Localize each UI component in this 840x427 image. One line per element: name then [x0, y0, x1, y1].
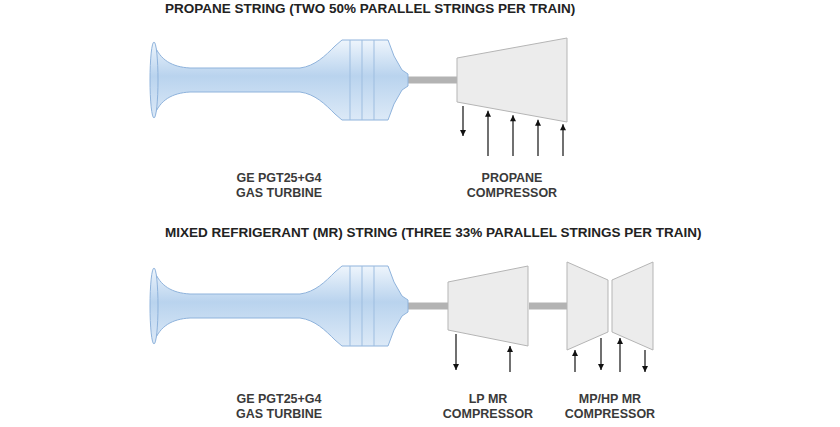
- propane-compressor: PROPANE COMPRESSOR: [455, 36, 569, 201]
- gas-turbine-shape: [150, 36, 408, 124]
- gas-turbine: GE PGT25+G4 GAS TURBINE: [150, 36, 408, 231]
- mphp-compressor: MP/HP MR COMPRESSOR: [561, 262, 660, 422]
- mphp-compressor-shape: [565, 262, 655, 374]
- drive-shaft: [529, 303, 567, 310]
- equipment-label: MP/HP MR COMPRESSOR: [561, 392, 660, 422]
- equipment-label: GE PGT25+G4 GAS TURBINE: [227, 392, 331, 422]
- gas-turbine-shape: [150, 262, 408, 350]
- propane-compressor-shape: [455, 36, 569, 160]
- section-heading: MIXED REFRIGERANT (MR) STRING (THREE 33%…: [165, 225, 702, 240]
- equipment-label: GE PGT25+G4 GAS TURBINE: [227, 171, 331, 201]
- lp-compressor-shape: [446, 262, 530, 374]
- lp-compressor: LP MR COMPRESSOR: [439, 262, 538, 422]
- drive-shaft: [407, 303, 448, 310]
- equipment-label: PROPANE COMPRESSOR: [460, 171, 564, 201]
- gas-turbine: GE PGT25+G4 GAS TURBINE: [150, 262, 408, 427]
- section-heading: PROPANE STRING (TWO 50% PARALLEL STRINGS…: [165, 1, 575, 16]
- equipment-label: LP MR COMPRESSOR: [439, 392, 538, 422]
- drive-shaft: [407, 77, 457, 84]
